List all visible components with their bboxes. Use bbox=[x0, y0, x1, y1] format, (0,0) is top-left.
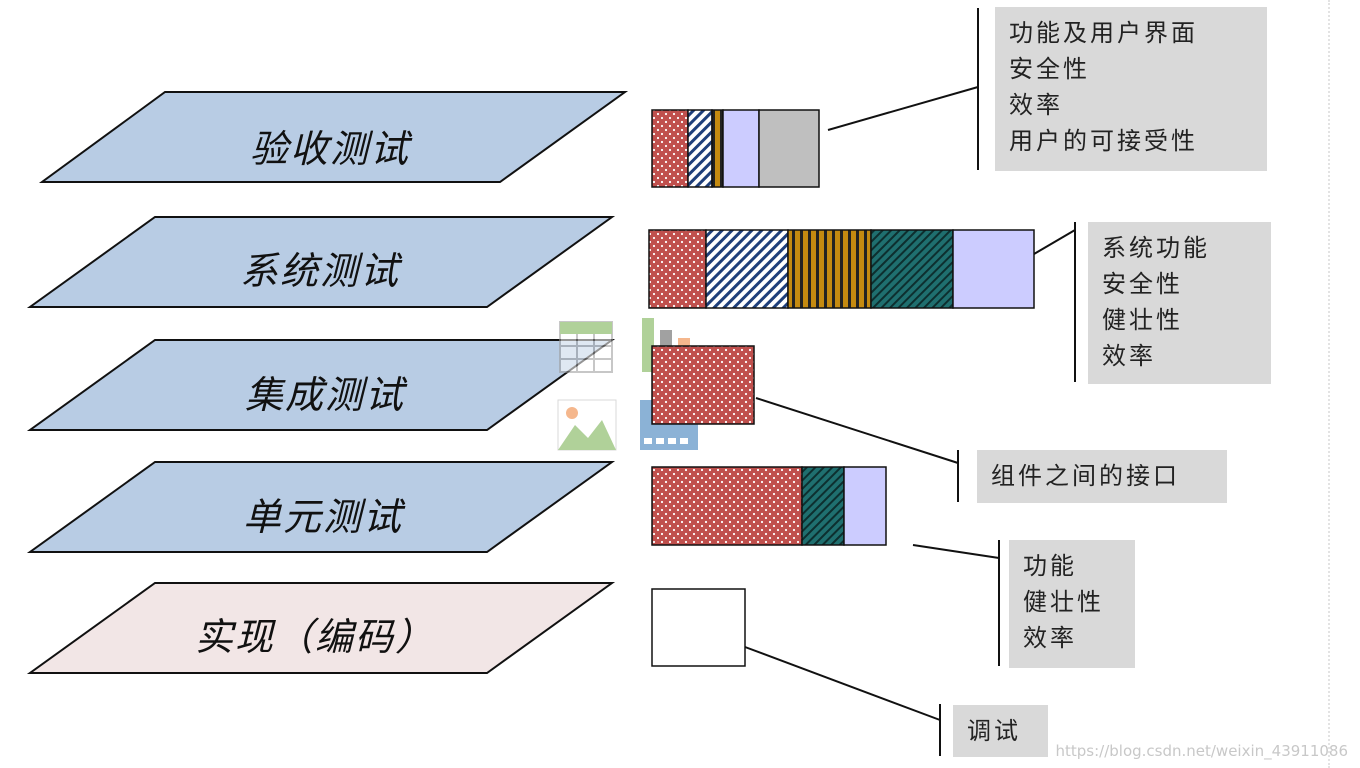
implementation-bar bbox=[651, 588, 746, 667]
layer-acceptance-shape bbox=[38, 91, 629, 183]
segment-function bbox=[651, 466, 803, 546]
connectors bbox=[744, 8, 1076, 756]
note-line: 效率 bbox=[1009, 91, 1063, 119]
note-line: 安全性 bbox=[1009, 55, 1090, 83]
note-system: 系统功能 安全性 健壮性 效率 bbox=[1088, 222, 1271, 384]
segment-security bbox=[705, 229, 789, 309]
note-acceptance: 功能及用户界面 安全性 效率 用户的可接受性 bbox=[995, 7, 1267, 171]
layer-acceptance-label: 验收测试 bbox=[249, 127, 410, 171]
page-edge-dots bbox=[1328, 0, 1330, 768]
layer-unit-shape bbox=[26, 461, 616, 553]
note-line: 功能及用户界面 bbox=[1009, 19, 1198, 47]
segment-function bbox=[648, 229, 707, 309]
note-line: 功能 bbox=[1023, 552, 1077, 580]
note-line: 安全性 bbox=[1102, 270, 1183, 298]
segment-acceptability bbox=[758, 109, 820, 188]
unit-bar bbox=[651, 466, 887, 546]
layer-integration-label: 集成测试 bbox=[244, 373, 405, 417]
layer-implementation-shape bbox=[26, 582, 616, 674]
note-implementation: 调试 bbox=[953, 705, 1048, 757]
segment-function bbox=[651, 109, 689, 188]
note-line: 用户的可接受性 bbox=[1009, 127, 1198, 155]
layer-integration-shape bbox=[26, 339, 616, 431]
segment-robustness bbox=[711, 109, 724, 188]
segment-efficiency bbox=[722, 109, 760, 188]
segment-robustness bbox=[787, 229, 872, 309]
layer-system-shape bbox=[26, 216, 616, 308]
acceptance-bar bbox=[651, 109, 820, 188]
layer-implementation-label: 实现（编码） bbox=[194, 615, 435, 659]
watermark: https://blog.csdn.net/weixin_43911086 bbox=[1055, 742, 1348, 760]
note-unit: 功能 健壮性 效率 bbox=[1009, 540, 1135, 668]
table-icon bbox=[559, 321, 613, 373]
note-integration: 组件之间的接口 bbox=[977, 450, 1227, 503]
segment-interface bbox=[651, 345, 755, 425]
picture-icon bbox=[557, 399, 617, 451]
note-line: 健壮性 bbox=[1102, 306, 1183, 334]
note-line: 健壮性 bbox=[1023, 588, 1104, 616]
note-line: 系统功能 bbox=[1102, 234, 1210, 262]
segment-teal bbox=[870, 229, 954, 309]
note-line: 调试 bbox=[967, 717, 1021, 745]
segment-security bbox=[687, 109, 713, 188]
note-line: 组件之间的接口 bbox=[991, 462, 1180, 490]
segment-debug bbox=[651, 588, 746, 667]
segment-efficiency bbox=[843, 466, 887, 546]
note-line: 效率 bbox=[1102, 342, 1156, 370]
note-line: 效率 bbox=[1023, 624, 1077, 652]
layer-system-label: 系统测试 bbox=[239, 249, 400, 293]
integration-bar bbox=[651, 345, 755, 425]
layer-unit-label: 单元测试 bbox=[242, 495, 403, 539]
segment-efficiency bbox=[952, 229, 1035, 309]
segment-robustness bbox=[801, 466, 845, 546]
system-bar bbox=[648, 229, 1035, 309]
